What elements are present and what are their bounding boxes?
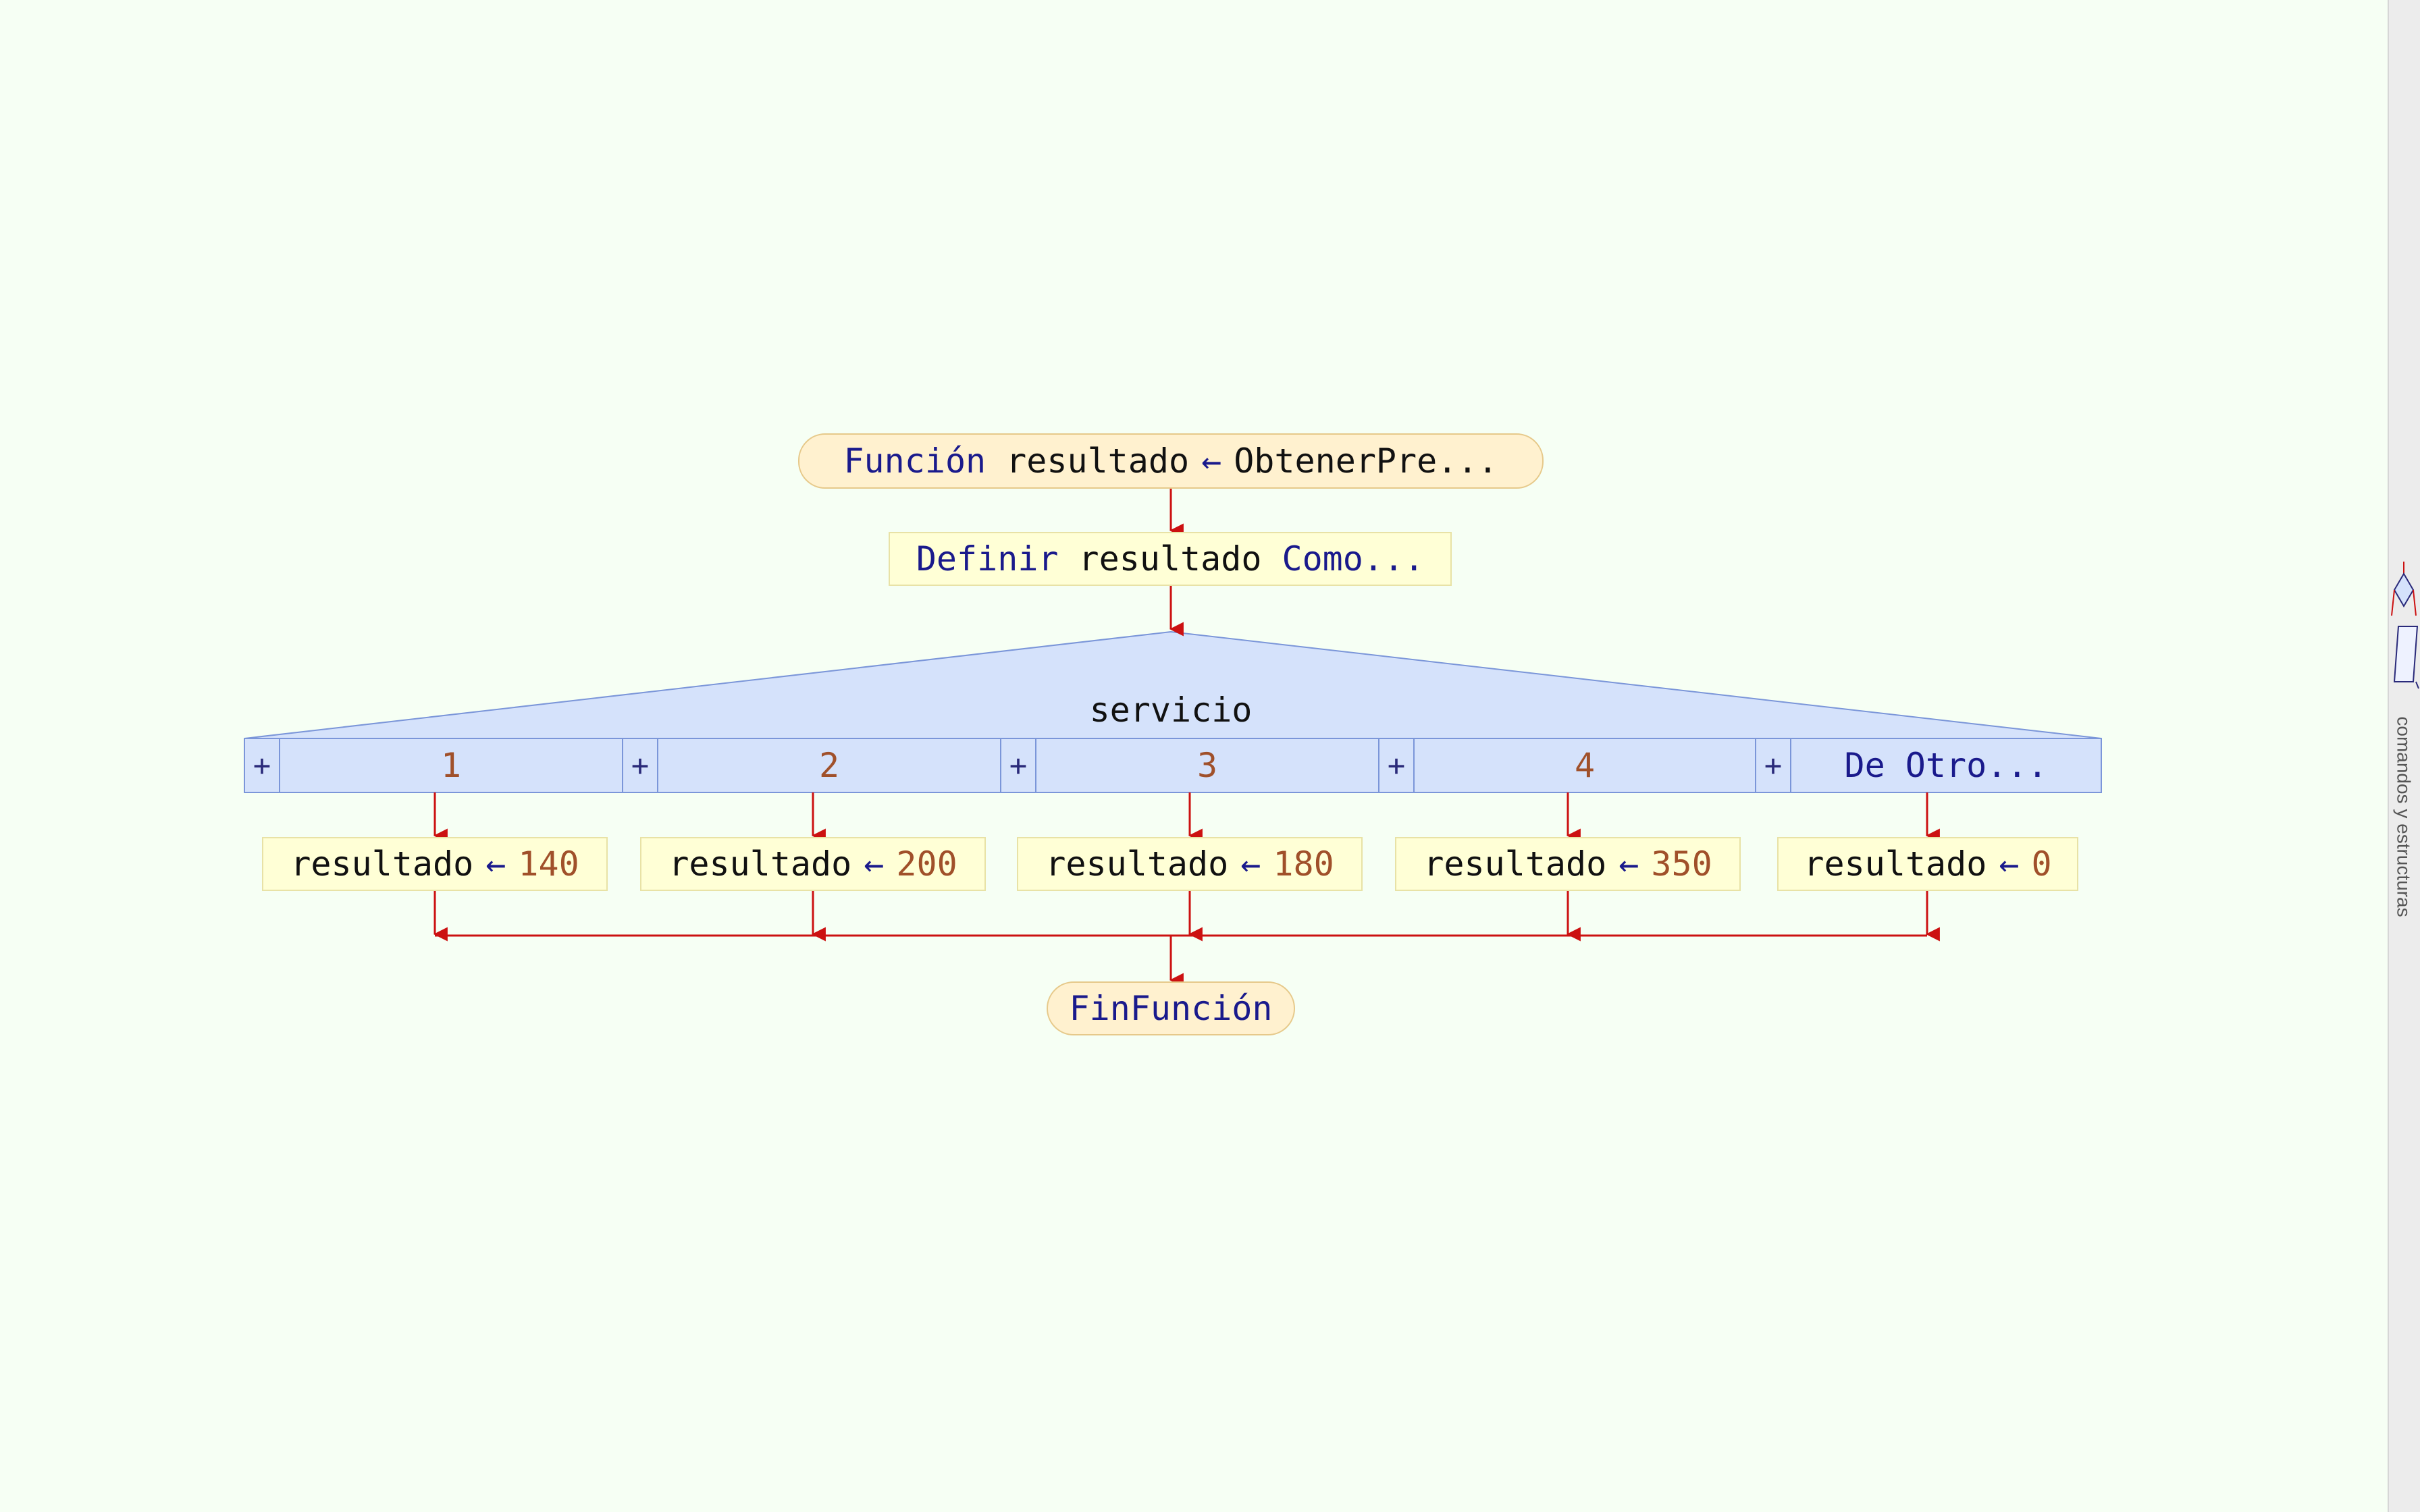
assignment-node[interactable]: resultado←180 — [1017, 837, 1363, 891]
case-label[interactable]: 2 — [818, 746, 840, 785]
function-start-node[interactable]: Función resultado ← ObtenerPre... — [798, 433, 1544, 489]
add-case-button[interactable]: + — [1764, 748, 1783, 783]
assign-arrow: ← — [1201, 441, 1222, 481]
function-end-node[interactable]: FinFunción — [1047, 981, 1295, 1035]
add-case-button[interactable]: + — [253, 748, 271, 783]
assignment-node[interactable]: resultado←200 — [640, 837, 986, 891]
default-case-label[interactable]: De Otro... — [1844, 746, 2048, 785]
case-label[interactable]: 3 — [1196, 746, 1218, 785]
function-name: ObtenerPre... — [1234, 441, 1498, 481]
function-keyword: Función — [843, 441, 987, 481]
case-label[interactable]: 1 — [440, 746, 462, 785]
switch-variable: servicio — [1089, 691, 1253, 730]
assignment-node[interactable]: resultado←0 — [1777, 837, 2078, 891]
output-icon[interactable] — [2393, 626, 2419, 689]
decision-icon[interactable] — [2391, 562, 2417, 616]
case-label[interactable]: 4 — [1574, 746, 1596, 785]
define-var: resultado — [1078, 539, 1262, 578]
define-node[interactable]: Definir resultado Como... — [889, 532, 1452, 586]
add-case-button[interactable]: + — [1387, 748, 1406, 783]
sidebar-toolbox-icons — [2391, 562, 2419, 689]
sidebar-tab-label[interactable]: comandos y estructuras — [2394, 716, 2415, 917]
function-return-var: resultado — [1006, 441, 1190, 481]
assignment-node[interactable]: resultado←350 — [1395, 837, 1741, 891]
commands-sidebar[interactable] — [2388, 0, 2420, 1512]
switch-case-dividers — [279, 738, 1791, 792]
add-case-button[interactable]: + — [631, 748, 650, 783]
end-keyword: FinFunción — [1069, 989, 1273, 1028]
assignment-node[interactable]: resultado←140 — [262, 837, 608, 891]
switch-shape[interactable] — [244, 630, 2102, 793]
define-keyword: Definir — [916, 539, 1059, 578]
define-type-keyword: Como... — [1282, 539, 1425, 578]
flow-lines — [433, 489, 1940, 988]
add-case-button[interactable]: + — [1009, 748, 1028, 783]
